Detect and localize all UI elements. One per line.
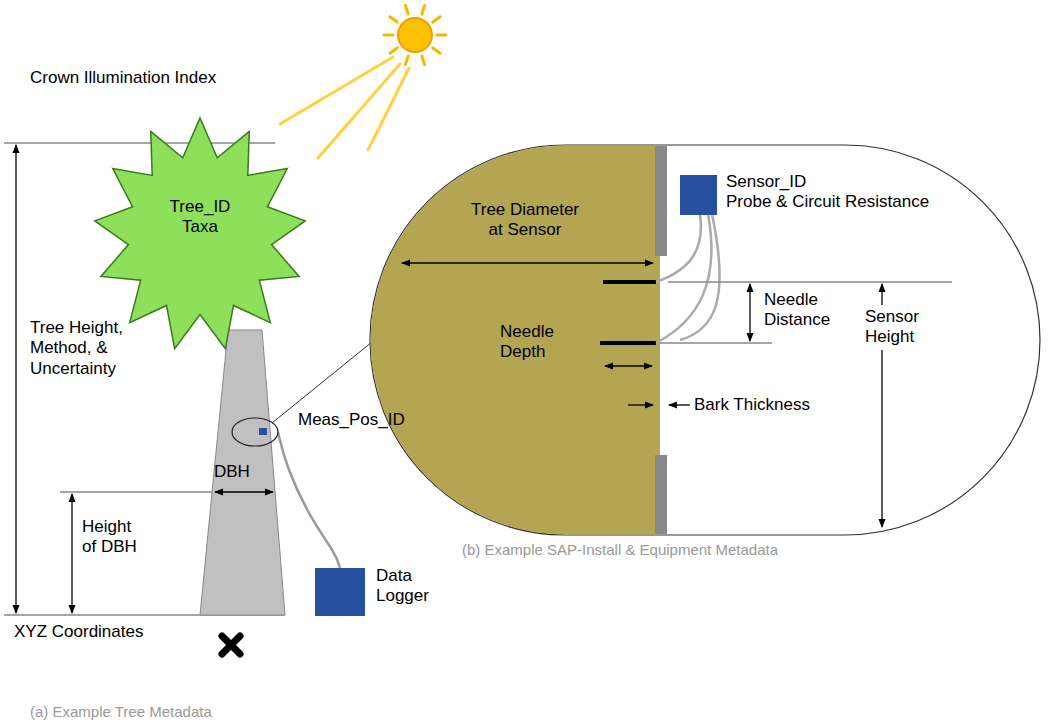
- node-heading: Sensor_IDProbe & Circuit Resistance: [726, 172, 929, 213]
- sensor-wires: [656, 214, 720, 343]
- tree-trunk: [200, 330, 285, 615]
- sensor-box: Sensor_IDProbe & Circuit Resistance: [680, 175, 717, 215]
- node-heading: Meas_Pos_ID: [298, 410, 405, 430]
- needles: [600, 282, 656, 343]
- metadata-label: Sensor Height: [862, 305, 934, 350]
- node-heading: Data Logger: [376, 566, 438, 607]
- sensor-box-shape: [680, 175, 717, 215]
- node-text: Taxa: [182, 217, 218, 237]
- tree-crown: Tree_IDTaxa: [92, 116, 308, 354]
- bark: [655, 455, 667, 534]
- node-text: Probe & Circuit Resistance: [726, 192, 929, 212]
- detail-panel: [370, 145, 1040, 535]
- bark: [655, 146, 667, 256]
- node-text: Tree_ID: [170, 197, 231, 217]
- metadata-label: Needle Distance: [764, 290, 844, 331]
- dbh-dimension: [60, 492, 273, 613]
- measurement-position: Meas_Pos_ID: [232, 418, 278, 446]
- box-fill: [680, 175, 717, 215]
- node-text: Meas_Pos_ID: [298, 410, 405, 430]
- metadata-label: Bark Thickness: [694, 395, 810, 415]
- panel-caption: (b) Example SAP-Install & Equipment Meta…: [462, 541, 778, 559]
- sensor-mark: [259, 428, 267, 435]
- metadata-label: Needle Depth: [500, 322, 570, 363]
- metadata-label: Height of DBH: [82, 517, 144, 558]
- sapwood-section: [371, 146, 660, 535]
- data-logger-shape: [315, 568, 365, 616]
- node-text: Data Logger: [376, 566, 438, 607]
- sensor-cable: [278, 432, 340, 568]
- position-outline: [232, 418, 278, 446]
- panel-caption: (a) Example Tree Metadata: [30, 703, 212, 721]
- light-rays: [280, 57, 409, 158]
- data-logger: Data Logger: [315, 568, 365, 616]
- crown-outline: [95, 118, 305, 349]
- detail-dimensions: [402, 263, 952, 527]
- metadata-label: Crown Illumination Index: [30, 68, 216, 88]
- box-fill: [315, 568, 365, 616]
- measurement-position-shape: [232, 418, 278, 446]
- metadata-label: Tree Height, Method, & Uncertainty: [30, 318, 130, 379]
- metadata-label: DBH: [214, 462, 250, 482]
- node-text: Sensor_ID: [726, 172, 929, 192]
- metadata-label: Tree Diameter at Sensor: [468, 200, 582, 241]
- metadata-label: XYZ Coordinates: [14, 622, 143, 642]
- xyz-mark: [222, 636, 240, 654]
